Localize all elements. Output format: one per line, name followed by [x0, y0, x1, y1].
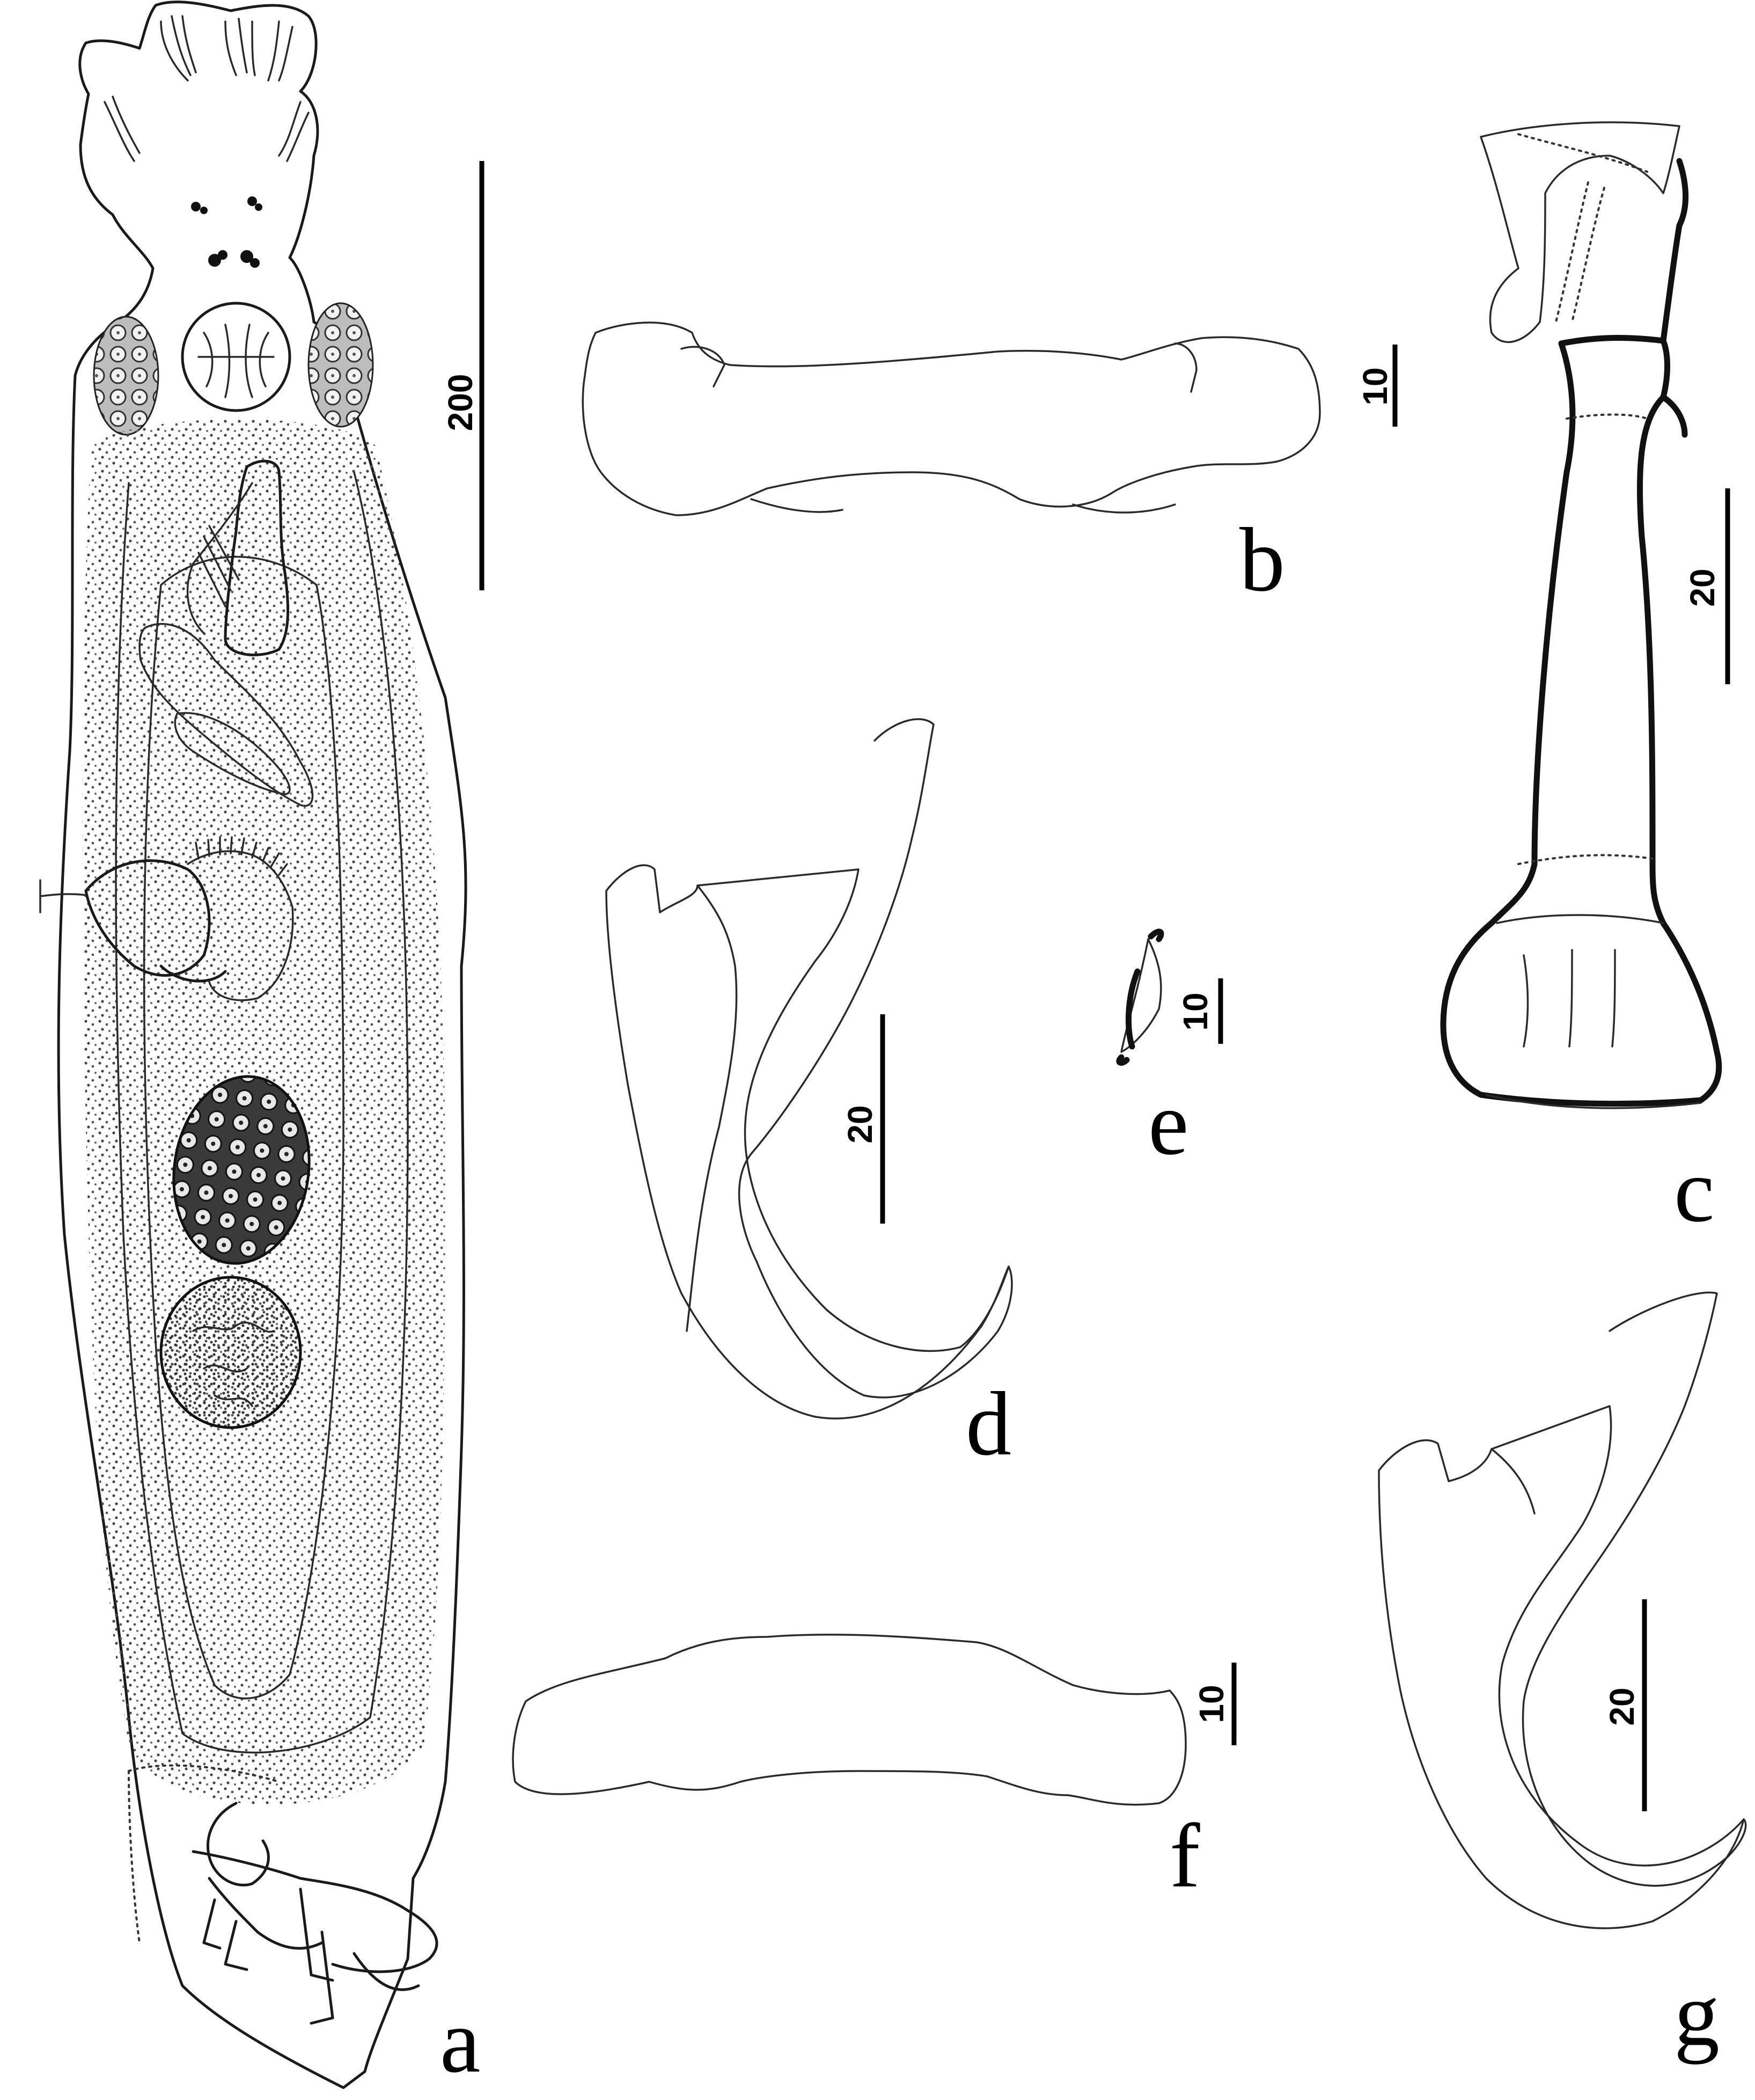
anchor-outline-g	[1490, 1291, 1747, 1887]
pharynx-striae	[197, 324, 275, 398]
panel-letter-b: b	[1239, 509, 1285, 610]
scale-label-b: 10	[1356, 367, 1394, 405]
head-lobe-left	[160, 20, 189, 82]
scale-label-e: 10	[1176, 992, 1215, 1030]
mco-band-lower	[1517, 854, 1654, 865]
panel-c-male-copulatory-organ: 20 c	[1440, 121, 1730, 1241]
copulatory-organ-fibres	[197, 525, 240, 608]
intestinal-caeca	[115, 471, 409, 1754]
testis-folds	[192, 1321, 275, 1407]
bar-process-right-b	[1174, 342, 1198, 393]
haptor-dotted-margin	[128, 1764, 280, 1783]
mco-shaft	[1440, 340, 1722, 1107]
head-lobe-left-striae	[171, 15, 197, 76]
inner-field	[143, 555, 344, 1700]
hooklet-shaft-e	[1120, 938, 1162, 1053]
mco-band-upper	[1566, 413, 1648, 420]
cephalic-gland-left	[93, 316, 159, 436]
panel-letter-a: a	[440, 1991, 480, 2091]
cephalic-gland-right	[307, 302, 374, 428]
mco-shaft-upper	[1558, 335, 1670, 400]
seminal-vesicle	[138, 623, 314, 807]
panel-e-hooklet: 10 e	[1116, 928, 1223, 1174]
lateral-lobe-right	[278, 101, 310, 162]
panel-letter-c: c	[1674, 1140, 1714, 1241]
scale-label-a: 200	[441, 374, 480, 431]
bar-lower-wing-b	[750, 498, 1176, 514]
panel-letter-d: d	[966, 1373, 1011, 1474]
prostatic-reservoir	[174, 712, 291, 795]
bar-outline-b	[582, 321, 1321, 516]
anchor-body-g	[1378, 1439, 1745, 1929]
panel-letter-f: f	[1170, 1805, 1200, 1906]
vaginal-armament	[39, 836, 294, 1001]
copulatory-organ	[224, 459, 290, 656]
panel-g-anchor: 20 g	[1378, 1291, 1747, 2065]
scale-label-c: 20	[1683, 568, 1722, 606]
panel-d-anchor: 20 d	[605, 718, 1013, 1474]
anchor-body-d	[605, 864, 1010, 1419]
panel-f-ventral-bar: 10 f	[512, 1634, 1237, 1906]
germarium	[172, 1075, 311, 1265]
mco-base-striae	[1523, 949, 1616, 1048]
hooklet-hook-e	[1116, 928, 1164, 1066]
testis	[159, 1276, 302, 1429]
scale-label-g: 20	[1603, 1687, 1641, 1725]
eyespots	[191, 196, 262, 268]
panel-letter-e: e	[1148, 1073, 1188, 1174]
mco-funnel-dotted	[1517, 133, 1648, 323]
mco-hook-tip	[1660, 158, 1689, 438]
anchor-outline-d	[686, 718, 1013, 1399]
bar-outline-f	[512, 1634, 1187, 1806]
copulatory-organ-tube	[186, 482, 253, 634]
scale-label-f: 10	[1192, 1685, 1231, 1723]
mco-funnel	[1480, 121, 1680, 343]
body-outline	[57, 1, 467, 2089]
pharynx	[181, 302, 291, 412]
head-lobe-mid-striae	[224, 18, 256, 76]
panel-letter-g: g	[1674, 1964, 1720, 2065]
panel-b-dorsal-bar: 10 b	[582, 321, 1398, 610]
panel-a-whole-specimen: 200 a	[39, 1, 484, 2091]
mco-base-bottom	[1485, 1094, 1702, 1109]
mco-base-inner	[1496, 914, 1664, 924]
head-lobe-right-striae	[267, 20, 293, 82]
bar-process-left-b	[680, 346, 725, 387]
haptoral-sclerites	[192, 1802, 438, 2025]
peduncle-haptor	[128, 1770, 141, 1944]
scale-label-d: 20	[841, 1105, 879, 1143]
lateral-lobe-left	[104, 96, 141, 162]
